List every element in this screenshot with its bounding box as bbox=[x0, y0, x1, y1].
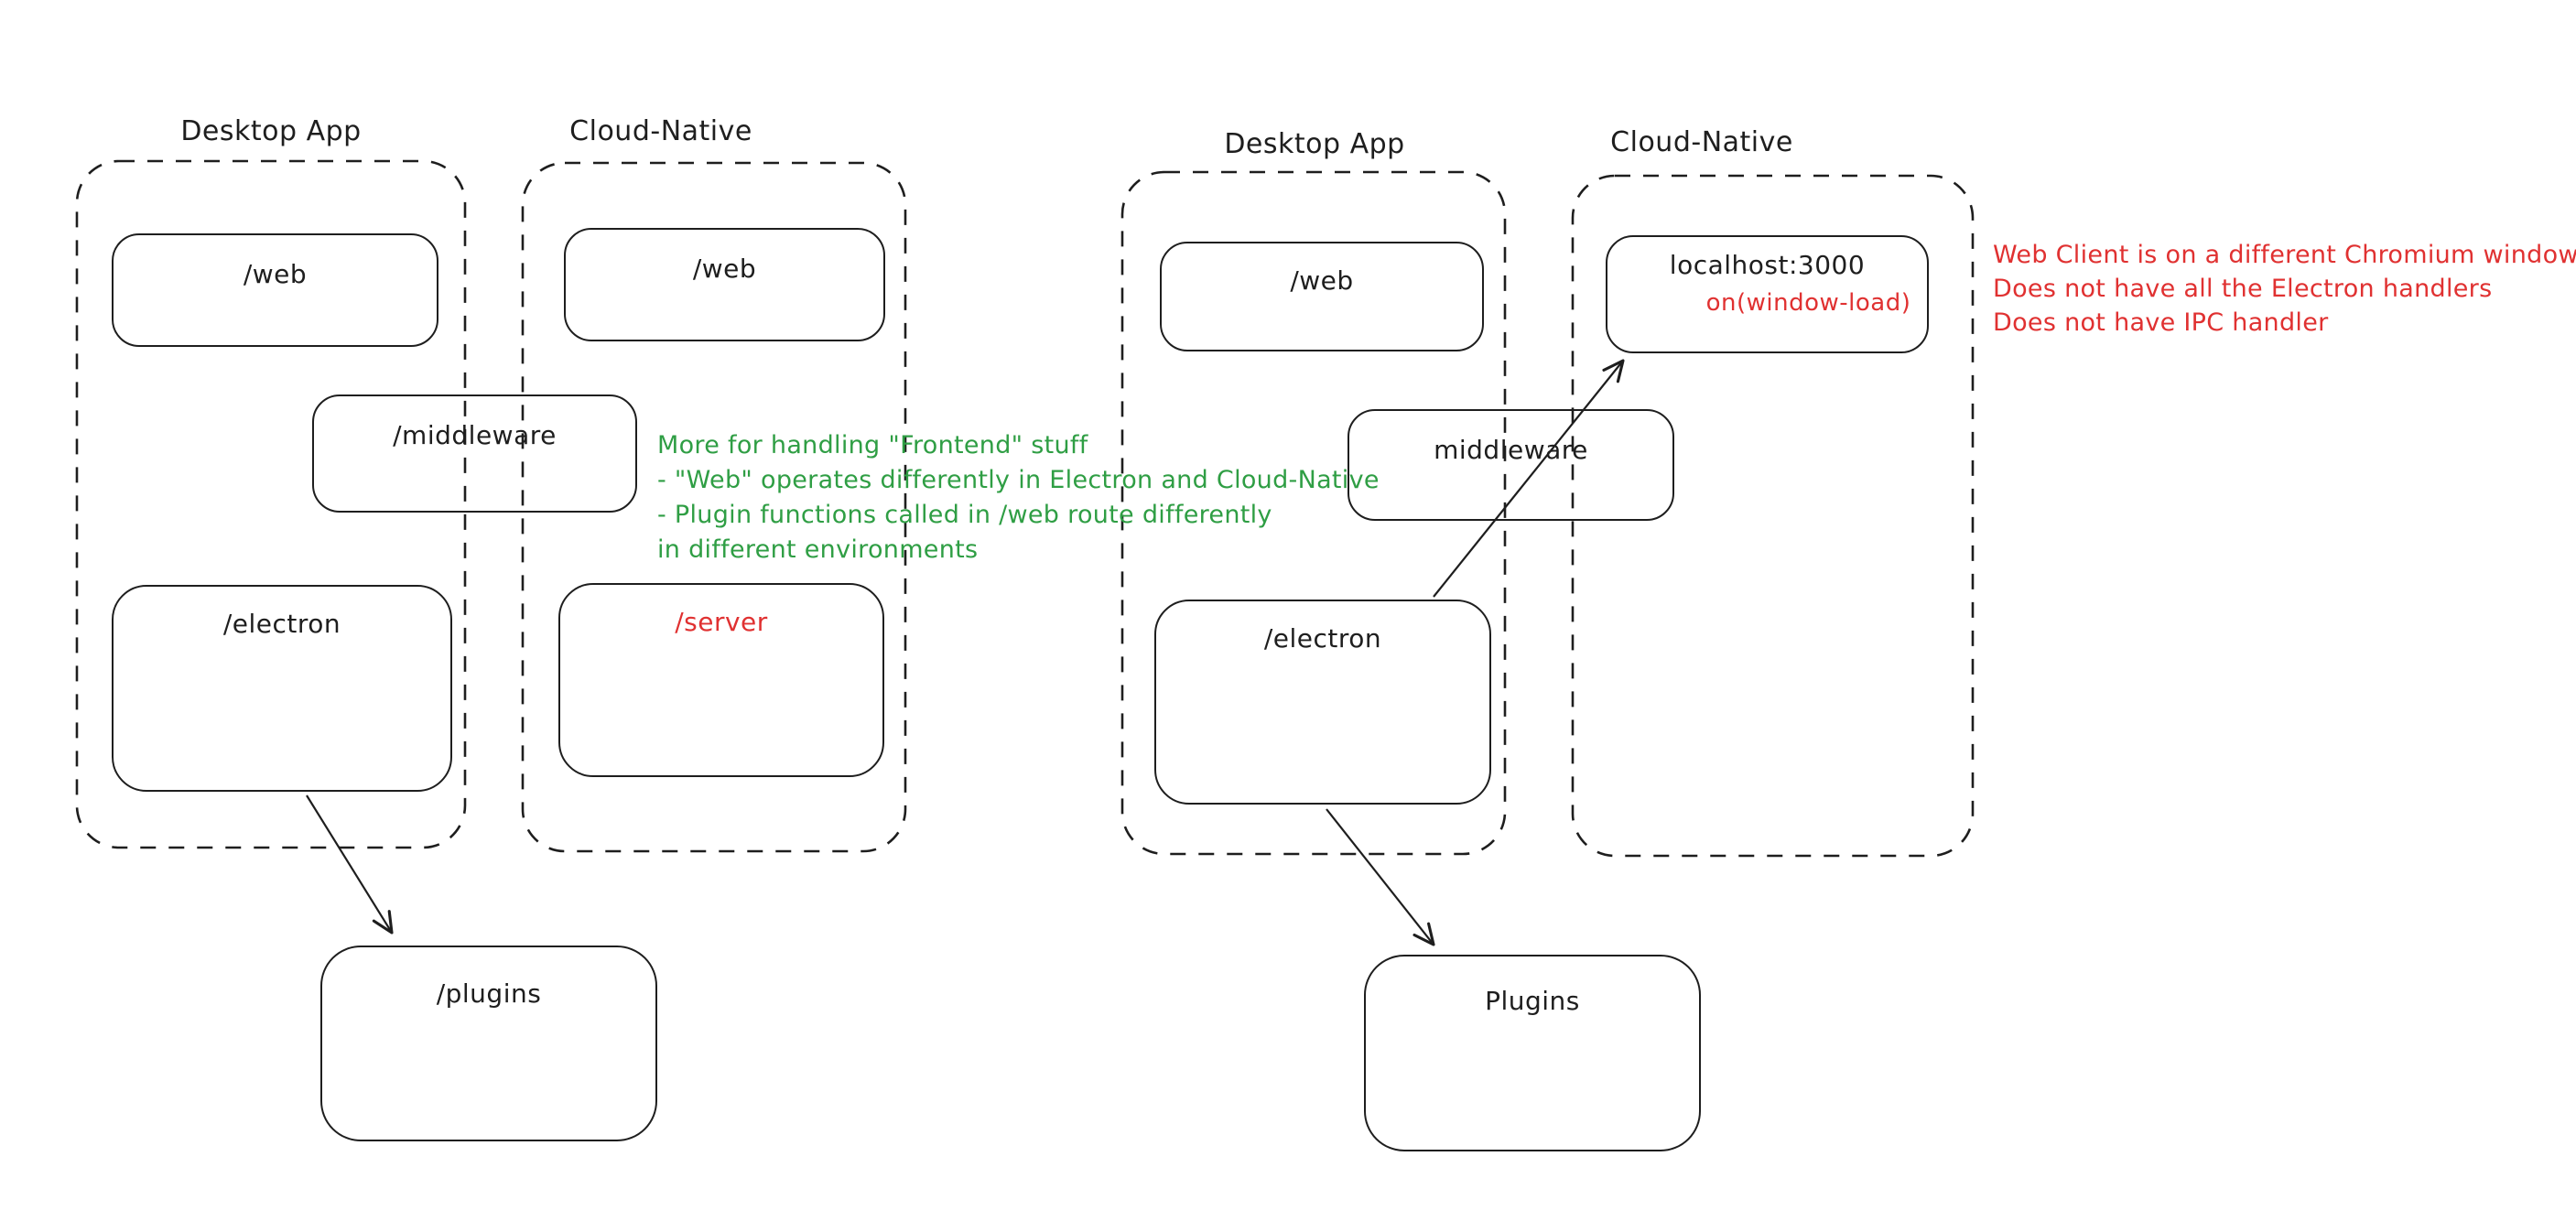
right-middleware-box: middleware bbox=[1348, 409, 1674, 521]
left-middleware-label: /middleware bbox=[393, 420, 557, 450]
arrow-electron-to-localhost bbox=[1433, 359, 1625, 598]
arrow-electron-to-plugins-left bbox=[306, 794, 394, 935]
right-plugins-box: Plugins bbox=[1364, 955, 1701, 1151]
green-note-line: in different environments bbox=[657, 535, 979, 564]
right-desktop-app-container bbox=[1120, 170, 1507, 856]
on-window-load-label: on(window-load) bbox=[1705, 289, 1911, 317]
localhost-label: localhost:3000 bbox=[1669, 250, 1866, 280]
left-middleware-box: /middleware bbox=[312, 394, 637, 513]
left-server-label: /server bbox=[675, 607, 768, 637]
left-desktop-web-box: /web bbox=[112, 233, 438, 347]
left-server-box: /server bbox=[558, 583, 884, 777]
left-desktop-web-label: /web bbox=[243, 259, 308, 289]
left-electron-box: /electron bbox=[112, 585, 452, 792]
green-note-line: - Plugin functions called in /web route … bbox=[657, 501, 1272, 529]
red-note: Web Client is on a different Chromium wi… bbox=[1993, 238, 2576, 340]
right-desktop-web-box: /web bbox=[1160, 242, 1484, 351]
green-note-line: More for handling "Frontend" stuff bbox=[657, 431, 1088, 459]
red-note-line: Web Client is on a different Chromium wi… bbox=[1993, 241, 2576, 269]
green-note-line: - "Web" operates differently in Electron… bbox=[657, 466, 1380, 494]
left-desktop-app-label: Desktop App bbox=[180, 115, 362, 147]
arrow-electron-to-plugins-right bbox=[1326, 808, 1435, 946]
right-electron-label: /electron bbox=[1263, 623, 1382, 654]
left-cloud-native-label: Cloud-Native bbox=[569, 115, 752, 147]
localhost-box: localhost:3000 on(window-load) bbox=[1606, 235, 1929, 353]
left-desktop-app-container bbox=[75, 159, 467, 849]
left-cloud-native-container bbox=[521, 161, 907, 853]
left-cloud-web-box: /web bbox=[564, 228, 885, 341]
right-desktop-app-label: Desktop App bbox=[1224, 128, 1405, 160]
left-plugins-box: /plugins bbox=[320, 946, 657, 1141]
left-plugins-label: /plugins bbox=[436, 978, 542, 1009]
right-desktop-web-label: /web bbox=[1290, 265, 1354, 296]
right-plugins-label: Plugins bbox=[1485, 986, 1580, 1016]
red-note-line: Does not have IPC handler bbox=[1993, 308, 2329, 337]
green-note: More for handling "Frontend" stuff - "We… bbox=[657, 428, 1380, 567]
left-electron-label: /electron bbox=[222, 609, 341, 639]
red-note-line: Does not have all the Electron handlers bbox=[1993, 275, 2493, 303]
right-cloud-native-label: Cloud-Native bbox=[1610, 126, 1793, 158]
right-middleware-label: middleware bbox=[1434, 435, 1588, 465]
right-cloud-native-container bbox=[1571, 174, 1975, 858]
right-electron-box: /electron bbox=[1154, 600, 1491, 805]
left-cloud-web-label: /web bbox=[692, 254, 757, 284]
